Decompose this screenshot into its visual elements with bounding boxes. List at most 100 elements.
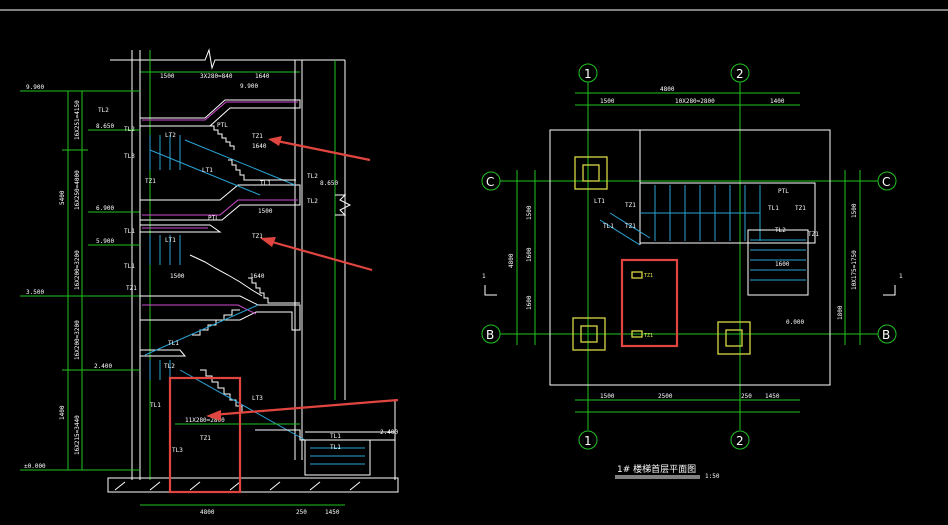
stair-flight-1 [210, 125, 235, 150]
drawing-label: 0.000 [786, 319, 804, 326]
drawing-label: 2 [736, 67, 744, 81]
drawing-label: C [486, 175, 494, 189]
drawing-label: TL1 [260, 180, 271, 187]
highlight-box-elevation [168, 376, 242, 494]
drawing-label: 1 [584, 434, 592, 448]
stair-flight-5 [200, 369, 243, 412]
drawing-label: TZ1 [625, 202, 636, 209]
drawing-label: 4800 [200, 509, 215, 516]
drawing-label: 1:50 [705, 473, 720, 480]
drawing-label: TL2 [164, 363, 175, 370]
drawing-label: 250 [741, 393, 752, 400]
drawing-label: ±0.000 [24, 463, 46, 470]
arrow-2 [264, 238, 373, 272]
drawing-label: 1800 [837, 305, 844, 320]
drawing-label: 1640 [255, 73, 270, 80]
drawing-label: 1600 [526, 247, 533, 262]
stair-flight-3-steps [248, 277, 300, 304]
drawing-label: 1640 [252, 143, 267, 150]
stair-flight-3 [189, 254, 263, 297]
drawing-label: TZ1 [145, 178, 156, 185]
drawing-label: 2500 [658, 393, 673, 400]
drawing-label: TL1 [168, 340, 179, 347]
upper-slab [139, 99, 301, 127]
drawing-label: 6.900 [96, 205, 114, 212]
drawing-label: TL1 [768, 205, 779, 212]
drawing-label: 16X200=3200 [74, 320, 81, 360]
drawing-label: 1400 [770, 98, 785, 105]
stair-section-elevation: 1500 3X280=840 1640 9.900 3.500 ±0.000 5… [20, 48, 399, 516]
drawing-label: 1450 [765, 393, 780, 400]
red-annotations [168, 136, 679, 494]
axis-bubbles-top [578, 63, 750, 430]
lower-slab [139, 295, 301, 331]
mid-slab-hatch [142, 199, 298, 216]
drawing-label: TL2 [98, 107, 109, 114]
drawing-label: TZ1 [795, 205, 806, 212]
drawing-label: TL2 [307, 173, 318, 180]
drawing-label: TZ1 [252, 233, 263, 240]
axis-bubbles-bottom [578, 430, 750, 450]
plan-labels: LT1 TZ1 TL1 TZ1 PTL TL1 TZ1 TL2 TZ1 1600… [594, 188, 819, 326]
left-dim-ticks [62, 90, 88, 471]
drawing-label: TL2 [307, 198, 318, 205]
drawing-label: TZ1 [625, 223, 636, 230]
mid-slab [139, 184, 301, 221]
drawing-label: 8.650 [96, 123, 114, 130]
drawing-label: 1600 [526, 295, 533, 310]
drawing-label: TL2 [124, 126, 135, 133]
drawing-label: 3.500 [26, 289, 44, 296]
drawing-label: 1500 [600, 393, 615, 400]
drawing-label: LT2 [165, 132, 176, 139]
drawing-label: B [882, 328, 890, 342]
drawing-label: 1 [482, 273, 486, 280]
drawing-label: 1500 [526, 205, 533, 220]
lower-slab-hatch [142, 304, 257, 315]
drawing-label: TL1 [150, 402, 161, 409]
arrow-1-head [268, 136, 282, 146]
flight-5-underside [179, 369, 306, 441]
drawing-label: 11X280=2800 [185, 417, 225, 424]
drawing-label: 1500 [160, 73, 175, 80]
plan-columns [572, 156, 751, 355]
drawing-label: TZ1 [808, 231, 819, 238]
drawing-label: 16X251=4150 [74, 100, 81, 140]
drawing-label: 1500 [170, 273, 185, 280]
drawing-label: TL1 [124, 228, 135, 235]
drawing-label: 1500 [851, 203, 858, 218]
drawing-label: 10X280=2800 [675, 98, 715, 105]
drawing-label: 2 [736, 434, 744, 448]
drawing-label: 2.400 [94, 363, 112, 370]
landing-slab [139, 224, 222, 233]
drawing-label: TZ1 [126, 285, 137, 292]
plan-diagonal-treads [599, 212, 651, 246]
flight-4-underside [144, 304, 259, 356]
drawing-label: LT1 [165, 237, 176, 244]
arrow-2-head [260, 237, 276, 247]
drawing-label: 2.400 [380, 429, 398, 436]
drawing-label: TL3 [172, 447, 183, 454]
bottom-stair-block [304, 400, 396, 480]
drawing-label: LT3 [252, 395, 263, 402]
drawing-label: TL1 [330, 433, 341, 440]
drawing-label: 3X280=840 [200, 73, 233, 80]
upper-slab-hatch [142, 101, 298, 121]
drawing-label: 1640 [250, 273, 265, 280]
drawing-label: TL1 [330, 444, 341, 451]
axis-bubbles-side [481, 171, 897, 344]
drawing-label: 1400 [59, 405, 66, 420]
drawing-label: TL1 [124, 263, 135, 270]
section-mark-right [883, 285, 896, 296]
drawing-label: 1450 [325, 509, 340, 516]
drawing-label: PTL [208, 215, 219, 222]
drawing-label: 1500 [258, 208, 273, 215]
ground-hatch [114, 481, 361, 491]
arrow-3-head [206, 410, 221, 421]
drawing-label: TL3 [124, 153, 135, 160]
section-break-right [335, 194, 352, 216]
drawing-label: LT1 [594, 198, 605, 205]
elevation-labels: TL2 TL2 LT2 TZ1 9.900 1640 PTL TL3 TZ1 L… [98, 83, 398, 454]
flight-1-underside [184, 139, 296, 186]
drawing-label: 5.900 [96, 238, 114, 245]
